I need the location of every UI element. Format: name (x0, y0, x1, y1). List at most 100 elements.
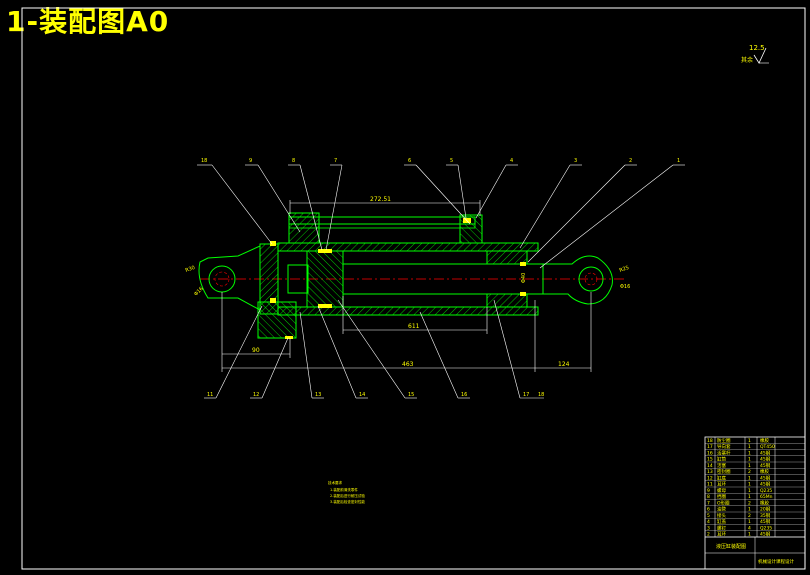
callout-top: 3 (574, 158, 577, 164)
callout-bottom: 16 (461, 392, 467, 398)
piston-nut (287, 264, 309, 294)
title-block-qty: 1 (748, 482, 751, 488)
title-block-material: Q235 (760, 488, 772, 494)
title-block-material: 45钢 (760, 481, 771, 488)
title-block-no: 11 (707, 482, 713, 488)
callout-top: 4 (510, 158, 513, 164)
title-block-material: 橡胶 (760, 468, 769, 475)
dim-right-eye: R25 (619, 265, 630, 274)
title-block-no: 3 (707, 525, 710, 531)
title-block-name: 活塞 (717, 462, 726, 469)
callout-top: 1 (677, 158, 680, 164)
title-block-material: 20钢 (760, 506, 771, 513)
callout-top: 18 (201, 158, 207, 164)
title-block-no: 4 (707, 519, 710, 525)
title-block-qty: 1 (748, 450, 751, 456)
title-block-material: 45钢 (760, 518, 771, 525)
title-block-qty: 1 (748, 519, 751, 525)
title-block-name: O形圈 (717, 499, 730, 506)
title-block-no: 17 (707, 444, 713, 450)
title-block-name: 密封圈 (717, 468, 731, 475)
tech-heading: 技术要求 (328, 480, 342, 485)
title-block-name: 缸底 (717, 474, 726, 481)
oil-pipe (288, 212, 483, 244)
title-block-qty: 1 (748, 532, 751, 538)
dim-right-pin: Φ16 (620, 284, 630, 290)
title-block-material: 35钢 (760, 512, 771, 519)
title-block-qty: 1 (748, 463, 751, 469)
title-block-qty: 1 (748, 494, 751, 500)
title-block-qty: 1 (748, 507, 751, 513)
title-block-no: 6 (707, 507, 710, 513)
title-block-name: 油管 (717, 506, 726, 513)
title-block-name: 耳环 (717, 532, 726, 538)
dim-piston-travel: 611 (408, 323, 420, 330)
callout-bottom: 11 (207, 392, 213, 398)
tech-requirements: 技术要求 1.装配前清洗零件 2.装配后进行耐压试验 3.装配后检查密封性能 (328, 480, 365, 504)
guide-sleeve-bottom (486, 293, 528, 308)
callouts-bottom: 11 12 13 14 15 16 17 18 (207, 392, 544, 398)
drawing-name: 液压缸装配图 (716, 543, 746, 550)
title-block-material: 橡胶 (760, 437, 769, 444)
callout-top: 5 (450, 158, 453, 164)
callouts-top: 18 9 8 7 6 5 4 3 2 1 (201, 158, 680, 164)
drawing-frame (21, 7, 806, 570)
piston (306, 250, 344, 308)
title-block-qty: 2 (748, 513, 751, 519)
dim-right-offset: 124 (558, 361, 570, 368)
title-block-qty: 1 (748, 457, 751, 463)
title-block-no: 15 (707, 457, 713, 463)
callout-bottom: 12 (253, 392, 259, 398)
tech-line: 1.装配前清洗零件 (330, 487, 358, 492)
callout-top: 9 (249, 158, 252, 164)
dim-left-eye: R30 (185, 265, 196, 274)
leader-lines-top (197, 164, 685, 269)
title-block-name: 挡圈 (717, 493, 726, 500)
roughness-value: 12.5 (749, 44, 765, 52)
title-block-qty: 4 (748, 525, 751, 531)
dimension-lines (221, 200, 592, 372)
title-block-qty: 1 (748, 488, 751, 494)
title-block-qty: 1 (748, 438, 751, 444)
dim-left-offset: 90 (252, 347, 260, 354)
title-block-material: 45钢 (760, 462, 771, 469)
title-block-name: 螺钉 (717, 524, 726, 531)
title-block-material: 橡胶 (760, 499, 769, 506)
title-block-material: 45钢 (760, 456, 771, 463)
title-block-name: 活塞杆 (717, 449, 731, 456)
title-block-no: 2 (707, 532, 710, 538)
callout-top: 7 (334, 158, 337, 164)
title-block-name: 导向套 (717, 443, 731, 450)
title-block-qty: 1 (748, 444, 751, 450)
dim-overall: 463 (402, 361, 414, 368)
tech-line: 2.装配后进行耐压试验 (330, 493, 365, 498)
cylinder-barrel (277, 242, 539, 316)
leader-lines-bottom (204, 299, 544, 399)
title-block-qty: 2 (748, 469, 751, 475)
dim-stroke: 272.51 (370, 196, 391, 203)
title-block-no: 12 (707, 475, 713, 481)
title-block-material: Q235 (760, 525, 772, 531)
title-block-no: 16 (707, 450, 713, 456)
title-block-qty: 1 (748, 475, 751, 481)
title-block-name: 缸筒 (717, 456, 726, 463)
drawing-title: 1-装配图A0 (6, 5, 170, 38)
callout-top: 8 (292, 158, 295, 164)
title-block-no: 5 (707, 513, 710, 519)
callout-top: 6 (408, 158, 411, 164)
title-block-material: 45钢 (760, 531, 771, 538)
callout-bottom: 17 (523, 392, 529, 398)
title-block-no: 18 (707, 438, 713, 444)
title-block-no: 13 (707, 469, 713, 475)
guide-sleeve (486, 250, 528, 265)
title-block-no: 14 (707, 463, 713, 469)
roughness-note: 其余 (741, 56, 753, 64)
title-block-name: 防尘圈 (717, 437, 731, 444)
title-block-material: QT450 (760, 444, 775, 450)
callout-bottom: 15 (408, 392, 414, 398)
dim-rod-dia: Φ40 (521, 273, 527, 283)
tech-line: 3.装配后检查密封性能 (330, 499, 365, 504)
left-eye-end (198, 245, 261, 311)
